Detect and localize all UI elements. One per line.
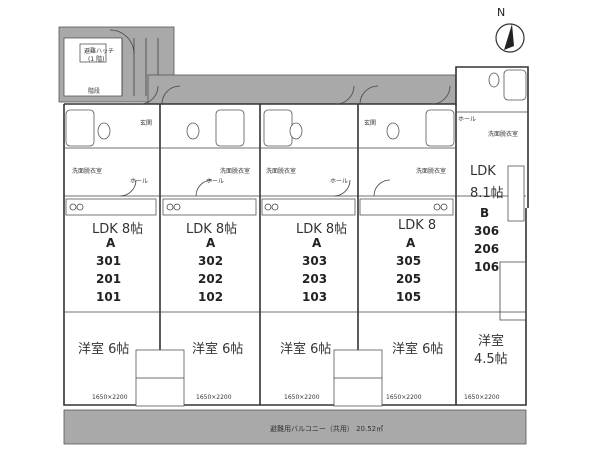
balcony-label: 避難用バルコニー（共用） 20.52㎡: [270, 425, 384, 433]
stair-block: [58, 26, 175, 103]
corridor: [147, 74, 457, 105]
unit-b-window: 1650×2200: [464, 394, 500, 401]
kitchen-counters: [65, 165, 525, 222]
unit-2-room: 洋室 6帖: [192, 342, 244, 357]
hall-label: ホール: [206, 178, 225, 185]
unit-b-type: B: [480, 206, 490, 220]
unit-1-num-1f: 101: [96, 290, 122, 304]
north-arrow-icon: [495, 23, 525, 53]
hall-label: ホール: [130, 178, 149, 185]
unit-2-window: 1650×2200: [196, 394, 232, 401]
unit-1-room: 洋室 6帖: [78, 342, 130, 357]
unit-4-num-1f: 105: [396, 290, 422, 304]
unit-3-ldk: LDK 8帖: [296, 222, 348, 237]
doors: [119, 85, 451, 197]
sliding-doors: [135, 349, 383, 407]
unit-1-num-3f: 301: [96, 254, 122, 268]
bathroom-fixtures: [65, 69, 527, 147]
stair-label: 階段: [88, 88, 101, 95]
unit-4-num-3f: 305: [396, 254, 422, 268]
unit-4-ldk: LDK 8: [398, 218, 437, 233]
senmen-label: 洗面脱衣室: [266, 168, 297, 175]
unit-4-num-2f: 205: [396, 272, 422, 286]
unit-4-window: 1650×2200: [386, 394, 422, 401]
stair-hatch-sub: (1 階): [88, 56, 105, 63]
unit-3-window: 1650×2200: [284, 394, 320, 401]
unit-4-type: A: [406, 236, 416, 250]
balcony-area: [63, 409, 527, 445]
unit-3-room: 洋室 6帖: [280, 342, 332, 357]
unit-2-num-2f: 202: [198, 272, 224, 286]
unit-b-room-size: 4.5帖: [474, 352, 508, 367]
unit-b-num-3f: 306: [474, 224, 500, 238]
compass-label: N: [497, 6, 505, 19]
unit-1-ldk: LDK 8帖: [92, 222, 144, 237]
unit-2-num-1f: 102: [198, 290, 224, 304]
genkan-label: 玄関: [140, 120, 153, 127]
unit-3-num-2f: 203: [302, 272, 328, 286]
unit-3-type: A: [312, 236, 322, 250]
genkan-label: 玄関: [364, 120, 377, 127]
unit-3-num-1f: 103: [302, 290, 328, 304]
unit-3-num-3f: 303: [302, 254, 328, 268]
unit-1-window: 1650×2200: [92, 394, 128, 401]
unit-walls: [159, 104, 457, 405]
senmen-label: 洗面脱衣室: [72, 168, 103, 175]
hall-label: ホール: [330, 178, 349, 185]
senmen-label: 洗面脱衣室: [220, 168, 251, 175]
stair-hatch-label: 避難ハッチ: [84, 48, 115, 55]
unit-4-room: 洋室 6帖: [392, 342, 444, 357]
unit-2-num-3f: 302: [198, 254, 224, 268]
unit-1-type: A: [106, 236, 116, 250]
unit-2-ldk: LDK 8帖: [186, 222, 238, 237]
closet-b: [499, 261, 527, 321]
unit-2-type: A: [206, 236, 216, 250]
unit-b-ldk: LDK: [470, 164, 496, 179]
senmen-label: 洗面脱衣室: [488, 131, 519, 138]
unit-b-ldk-size: 8.1帖: [470, 186, 504, 201]
unit-b-num-2f: 206: [474, 242, 500, 256]
unit-b-num-1f: 106: [474, 260, 500, 274]
senmen-label: 洗面脱衣室: [416, 168, 447, 175]
hall-label: ホール: [458, 116, 477, 123]
unit-b-room: 洋室: [478, 334, 505, 349]
unit-1-num-2f: 201: [96, 272, 122, 286]
